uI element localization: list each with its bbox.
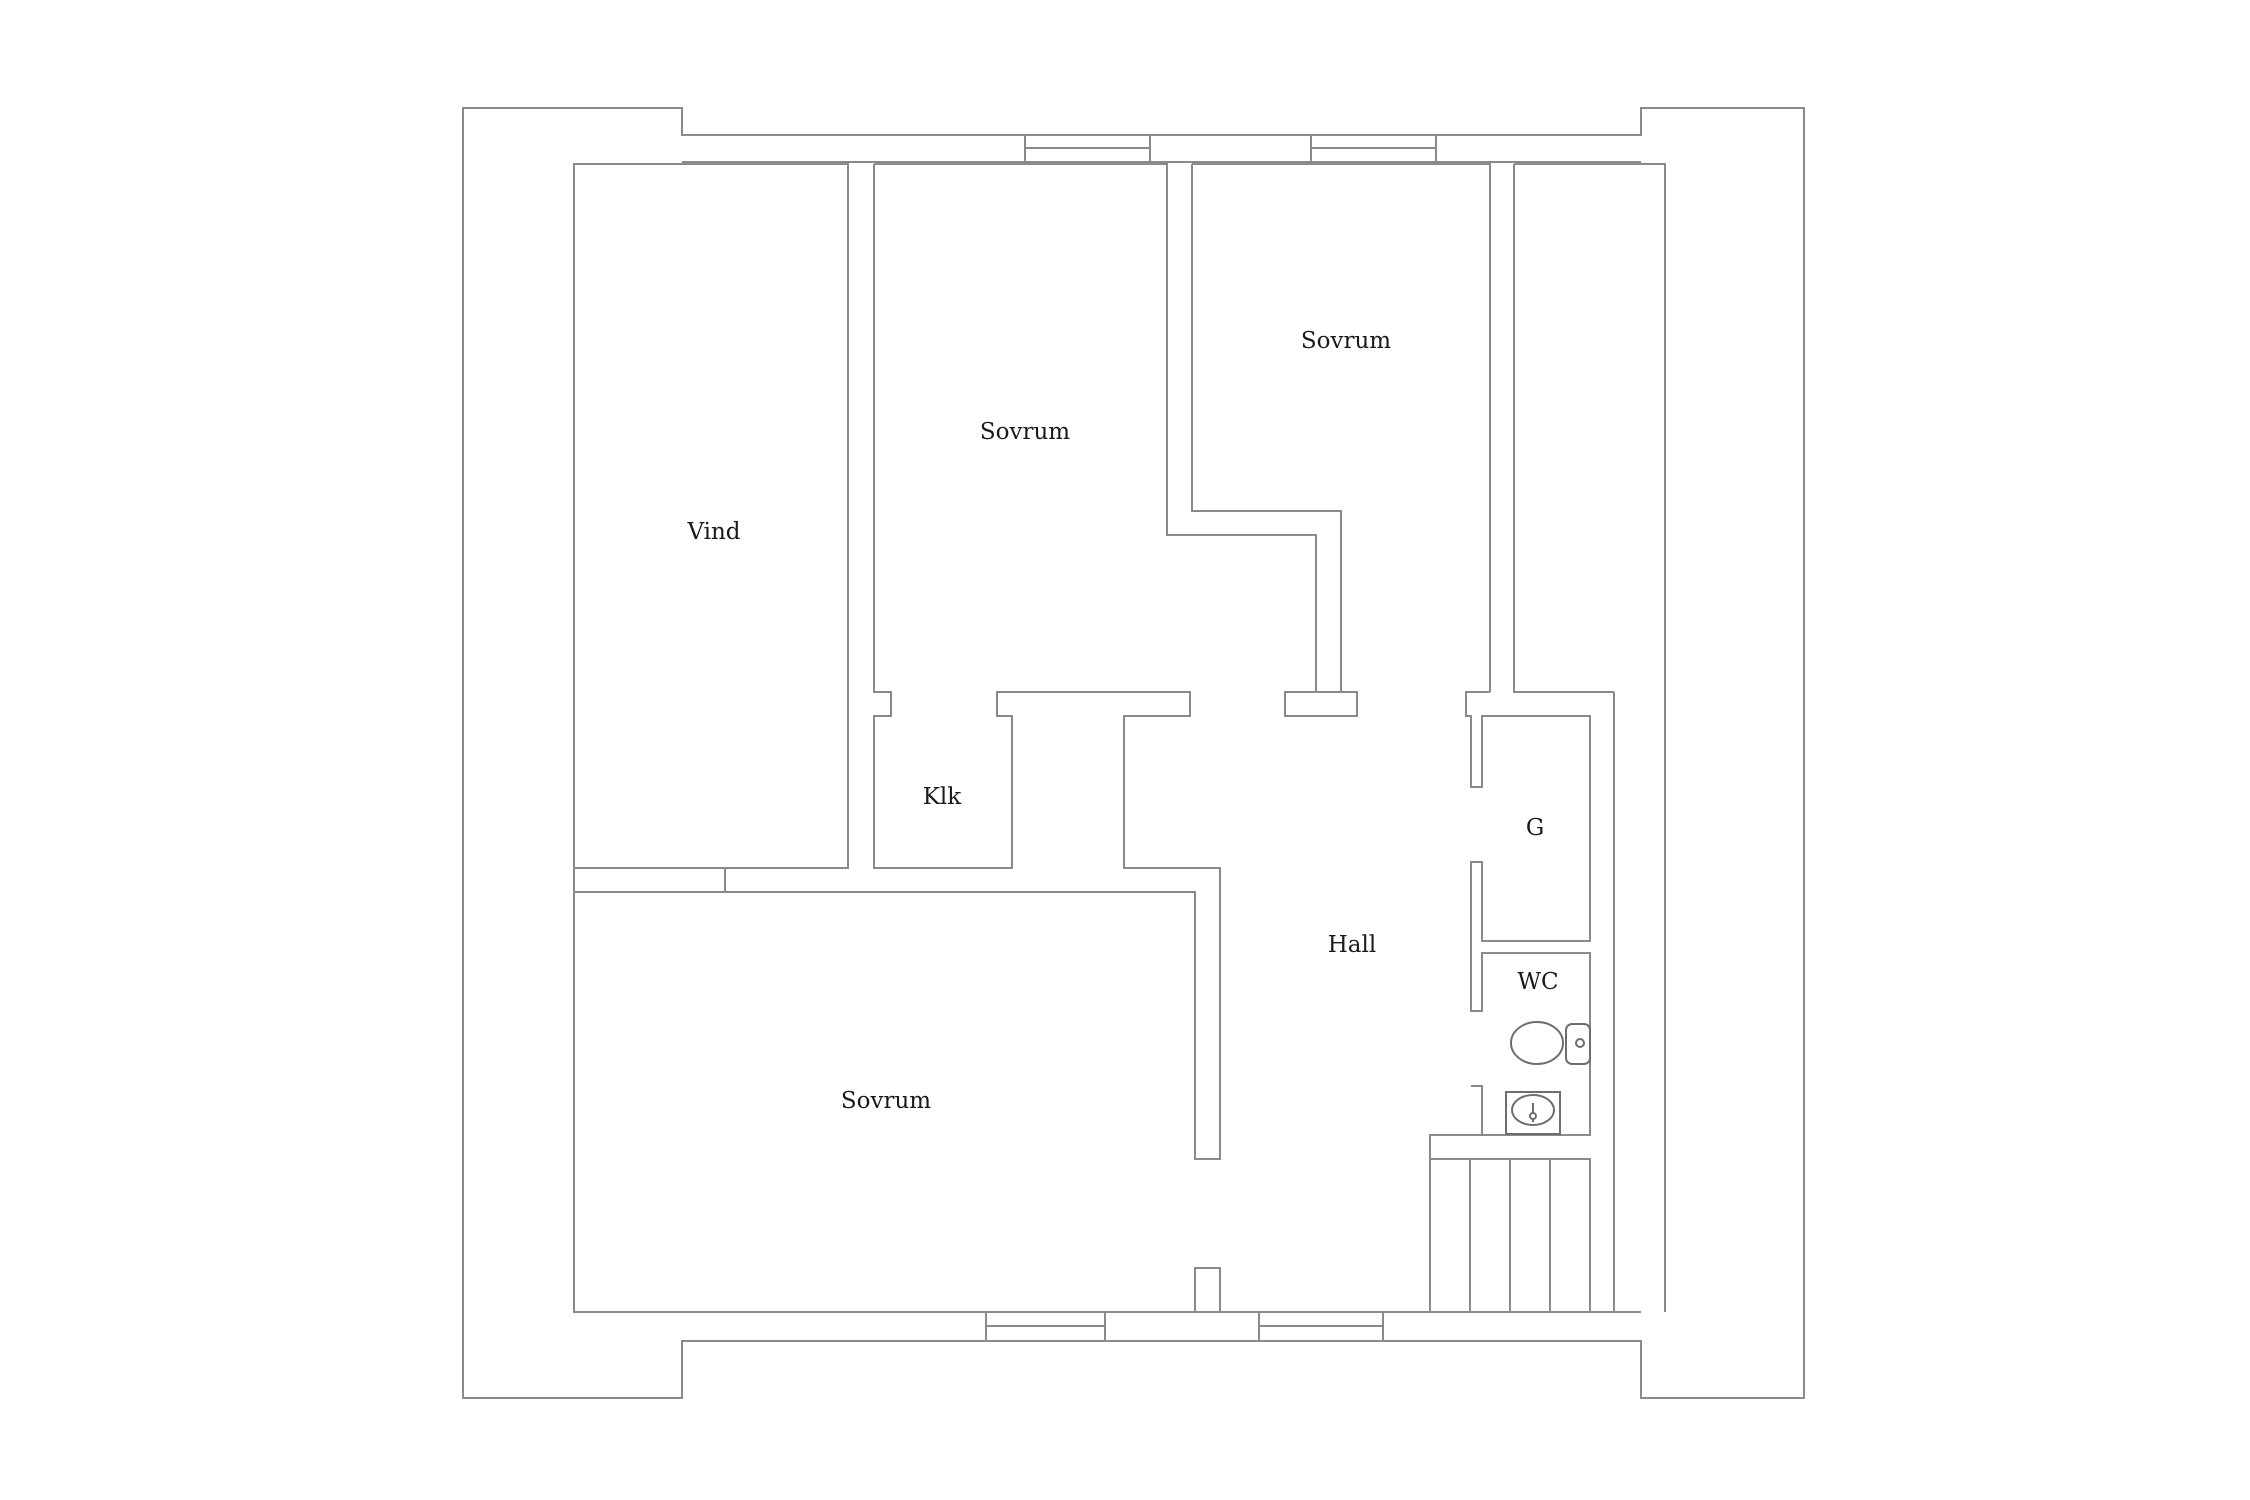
room-sovrum-top-right — [1191, 163, 1491, 692]
room-labels: Vind Sovrum Sovrum Klk Hall G WC Sovrum — [686, 328, 1558, 1114]
wall-stub-left — [1284, 691, 1358, 717]
windows — [985, 135, 1437, 1341]
room-label-wc: WC — [1517, 969, 1558, 995]
room-label-klk: Klk — [923, 784, 963, 810]
rooms — [573, 163, 1666, 1313]
room-label-sovrum-top-left: Sovrum — [980, 419, 1070, 445]
room-label-hall: Hall — [1328, 932, 1376, 958]
room-vind — [573, 163, 849, 869]
room-label-sovrum-top-right: Sovrum — [1301, 328, 1391, 354]
stairs-outline — [1430, 1158, 1591, 1312]
window-top-1 — [1024, 135, 1151, 162]
stairs — [1430, 1158, 1591, 1312]
toilet-icon — [1510, 1021, 1591, 1065]
window-bottom-1 — [985, 1312, 1106, 1341]
room-klk — [724, 164, 1221, 1160]
window-top-2 — [1310, 135, 1437, 162]
wall-hall-right — [1429, 691, 1591, 1312]
room-sovrum-bottom — [573, 868, 1221, 1313]
wall-hall-lower — [1471, 1085, 1483, 1135]
room-sovrum-top-left — [874, 163, 1317, 692]
room-label-sovrum-bottom: Sovrum — [841, 1088, 931, 1114]
outer-wall-outline — [462, 107, 1805, 1399]
wall-right-column — [1513, 163, 1666, 1312]
room-label-vind: Vind — [686, 519, 740, 545]
room-label-g: G — [1526, 815, 1544, 841]
outer-walls — [462, 107, 1805, 1399]
sink-icon — [1505, 1091, 1561, 1135]
window-bottom-2 — [1258, 1312, 1384, 1341]
